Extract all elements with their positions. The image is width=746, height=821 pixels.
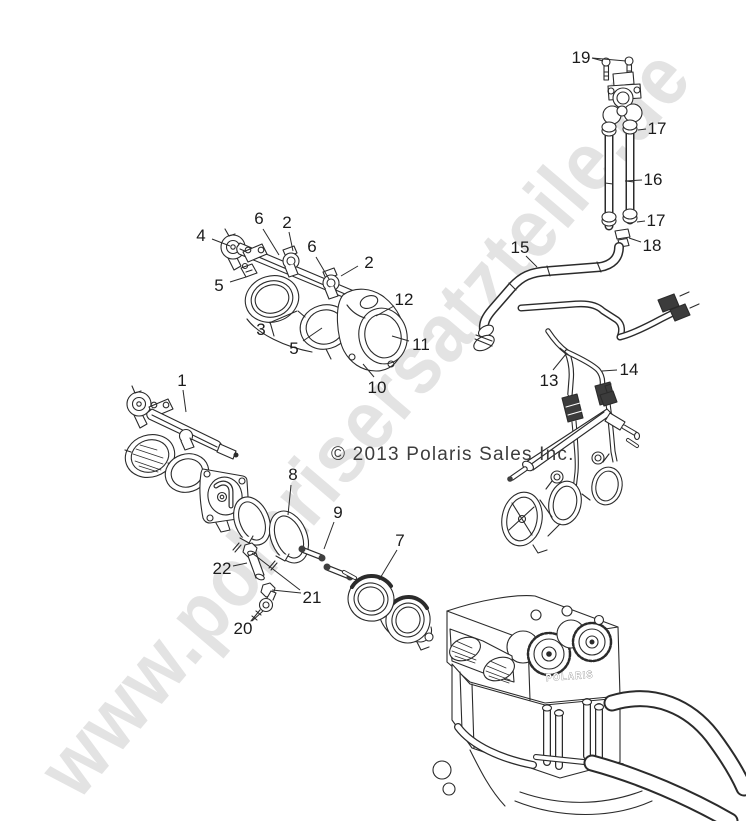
callout-16-leader bbox=[624, 179, 643, 182]
callout-8-leader bbox=[287, 484, 292, 516]
callout-11-label: 11 bbox=[412, 335, 430, 354]
callout-13-leader bbox=[552, 353, 567, 371]
callout-11-leader bbox=[391, 335, 410, 342]
callout-17-label: 17 bbox=[648, 119, 667, 138]
hardware-small-parts bbox=[242, 542, 357, 622]
callout-7-leader bbox=[378, 549, 398, 581]
callout-2-label: 2 bbox=[364, 253, 373, 272]
callout-3-leader bbox=[268, 310, 298, 324]
callout-17-leader bbox=[636, 220, 646, 223]
callout-1-leader bbox=[182, 389, 187, 413]
callout-21-leader bbox=[271, 589, 302, 594]
callout-2-label: 2 bbox=[282, 213, 291, 232]
callout-6-leader bbox=[315, 256, 330, 280]
callout-15-leader bbox=[525, 255, 538, 268]
callout-12-label: 12 bbox=[395, 290, 414, 309]
callout-9-leader bbox=[323, 521, 335, 550]
callout-3-label: 3 bbox=[256, 320, 265, 339]
callout-5-leader bbox=[229, 276, 247, 283]
callout-6-label: 6 bbox=[254, 209, 263, 228]
callout-7-label: 7 bbox=[395, 531, 404, 550]
callout-2-leader bbox=[340, 265, 359, 277]
callout-10-label: 10 bbox=[368, 378, 387, 397]
callout-14-label: 14 bbox=[620, 360, 639, 379]
callout-16-label: 16 bbox=[644, 170, 663, 189]
intake-flange-adapter bbox=[347, 574, 434, 651]
callout-20-leader bbox=[251, 610, 264, 622]
callout-14-leader bbox=[601, 369, 618, 372]
throttle-body-assembly-top bbox=[220, 228, 408, 372]
fuel-hoses-and-clamps bbox=[601, 119, 638, 248]
callout-2-leader bbox=[288, 231, 294, 252]
callout-20-label: 20 bbox=[234, 619, 253, 638]
callout-5-leader bbox=[302, 327, 323, 342]
callout-17-leader bbox=[637, 128, 647, 131]
engine-brand-text: POLARIS bbox=[545, 670, 594, 684]
copyright-text: © 2013 Polaris Sales Inc. bbox=[331, 444, 575, 465]
fuel-supply-hose bbox=[473, 242, 624, 352]
callout-15-label: 15 bbox=[511, 238, 530, 257]
callout-4-leader bbox=[211, 238, 231, 247]
callout-9-label: 9 bbox=[333, 503, 342, 522]
callout-6-label: 6 bbox=[307, 237, 316, 256]
callout-22-label: 22 bbox=[213, 559, 232, 578]
engine-block: POLARIS bbox=[432, 595, 746, 821]
callout-1-label: 1 bbox=[177, 371, 186, 390]
throttle-body-assembly-right bbox=[501, 383, 641, 554]
throttle-body-assembly-left bbox=[124, 385, 310, 571]
fuel-pressure-regulator bbox=[601, 56, 643, 130]
line-art: POLARIS bbox=[124, 56, 746, 821]
callout-21-leader bbox=[251, 552, 301, 591]
callout-4-label: 4 bbox=[196, 226, 205, 245]
callout-19-label: 19 bbox=[572, 48, 591, 67]
callout-10-leader bbox=[362, 363, 375, 378]
callout-6-leader bbox=[262, 228, 280, 256]
callout-13-label: 13 bbox=[540, 371, 559, 390]
callout-5-label: 5 bbox=[289, 339, 298, 358]
callout-18-label: 18 bbox=[643, 236, 662, 255]
callout-18-leader bbox=[628, 237, 642, 243]
callout-5-label: 5 bbox=[214, 276, 223, 295]
callout-12-leader bbox=[375, 305, 395, 317]
callout-22-leader bbox=[232, 562, 248, 567]
callout-8-label: 8 bbox=[288, 465, 297, 484]
callout-21-label: 21 bbox=[303, 588, 322, 607]
callout-19-leader bbox=[591, 57, 627, 62]
callout-17-label: 17 bbox=[647, 211, 666, 230]
